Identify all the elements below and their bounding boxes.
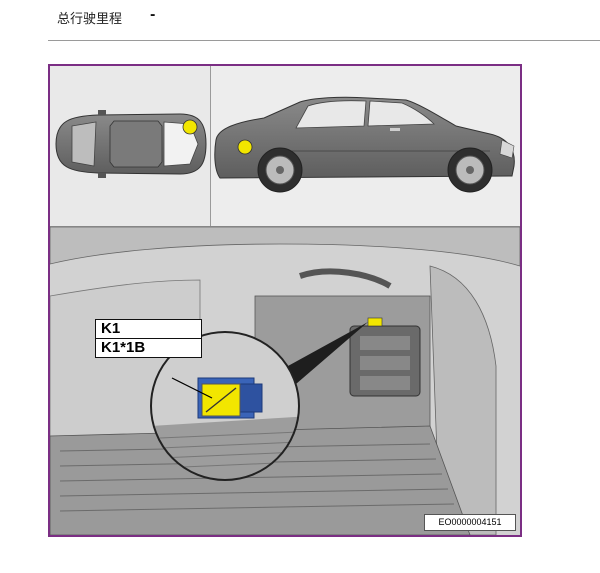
car-side-view — [214, 96, 515, 193]
component-location-figure: K1 K1*1B EO0000004151 — [48, 64, 522, 537]
callout-k1: K1 — [101, 320, 121, 337]
callout-k1-1b: K1*1B — [96, 338, 201, 357]
fuse-location-marker — [367, 317, 383, 327]
total-mileage-label: 总行驶里程 — [57, 12, 123, 27]
location-marker-top — [182, 119, 198, 135]
figure-id-label: EO0000004151 — [424, 514, 516, 531]
location-marker-side — [237, 139, 253, 155]
callout-label-box: K1 K1*1B — [95, 319, 202, 358]
figure-illustration — [50, 66, 520, 535]
callout-pointer — [288, 322, 368, 384]
car-top-view — [55, 110, 207, 178]
info-row: 总行驶里程 - — [0, 0, 600, 42]
magnified-detail — [150, 331, 300, 481]
header-divider — [48, 40, 600, 41]
callout-leader — [171, 377, 213, 399]
total-mileage-value: - — [150, 8, 156, 23]
